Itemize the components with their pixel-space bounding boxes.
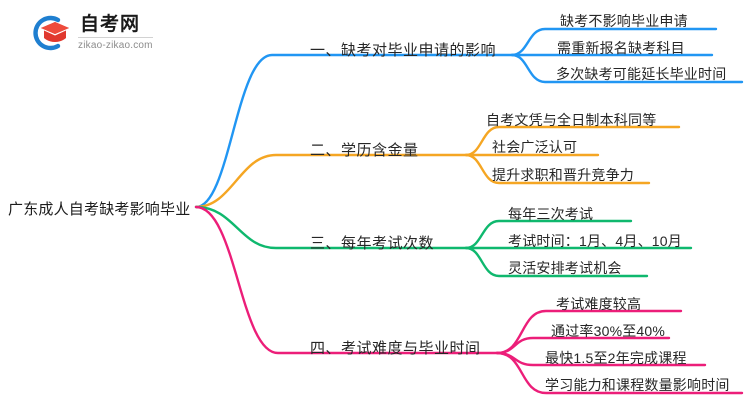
leaf-node-3-1[interactable]: 每年三次考试 — [508, 206, 594, 222]
wire-branch-1 — [194, 53, 514, 209]
leaf-node-2-3[interactable]: 提升求职和晋升竞争力 — [492, 167, 634, 183]
leaf-node-3-3[interactable]: 灵活安排考试机会 — [508, 260, 622, 276]
leaf-node-1-3[interactable]: 多次缺考可能延长毕业时间 — [556, 66, 727, 82]
leaf-node-2-2[interactable]: 社会广泛认可 — [492, 139, 578, 155]
leaf-node-4-4[interactable]: 学习能力和课程数量影响时间 — [545, 377, 730, 393]
leaf-node-4-1[interactable]: 考试难度较高 — [556, 296, 642, 312]
graduation-cap-icon — [28, 13, 72, 53]
branch-node-1[interactable]: 一、缺考对毕业申请的影响 — [310, 42, 497, 59]
leaf-node-1-1[interactable]: 缺考不影响毕业申请 — [560, 13, 688, 29]
logo-text: 自考网 zikao-zikao.com — [78, 13, 153, 53]
leaf-node-3-2[interactable]: 考试时间：1月、4月、10月 — [508, 233, 682, 249]
leaf-node-4-2[interactable]: 通过率30%至40% — [551, 323, 666, 339]
branch-node-4[interactable]: 四、考试难度与毕业时间 — [310, 340, 481, 357]
branch-node-2[interactable]: 二、学历含金量 — [310, 142, 419, 159]
wire-branch-2 — [194, 153, 468, 209]
logo-domain: zikao-zikao.com — [78, 36, 153, 52]
leaf-node-2-1[interactable]: 自考文凭与全日制本科同等 — [486, 112, 657, 128]
branch-node-3[interactable]: 三、每年考试次数 — [310, 235, 435, 252]
root-node[interactable]: 广东成人自考缺考影响毕业 — [8, 201, 191, 218]
site-logo: 自考网 zikao-zikao.com — [28, 12, 153, 54]
leaf-node-1-2[interactable]: 需重新报名缺考科目 — [557, 40, 685, 56]
logo-name: 自考网 — [80, 13, 141, 35]
wire-branch-4 — [194, 205, 499, 355]
leaf-node-4-3[interactable]: 最快1.5至2年完成课程 — [545, 350, 687, 366]
